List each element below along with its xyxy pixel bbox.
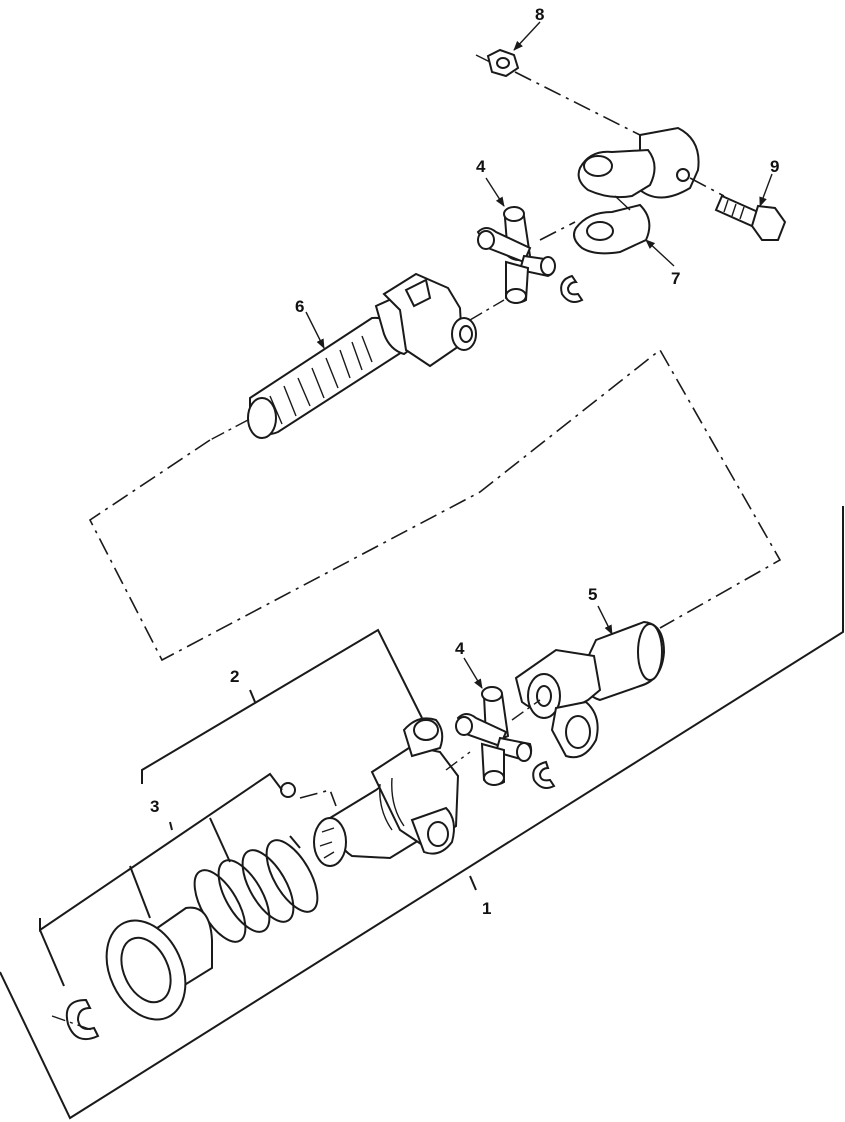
universal-joint-cross-lower bbox=[455, 686, 533, 786]
bracket-2 bbox=[141, 628, 423, 784]
callout-7: 7 bbox=[671, 269, 680, 288]
end-axis-line bbox=[51, 1015, 93, 1031]
leader-6 bbox=[305, 311, 325, 349]
cross-to-yoke5-axis bbox=[511, 699, 541, 721]
snap-ring-upper bbox=[560, 274, 584, 303]
slip-yoke-part bbox=[573, 126, 700, 255]
bracket-3-drop-b bbox=[209, 817, 231, 863]
shaft-to-cross-axis bbox=[469, 299, 505, 321]
hex-nut-part bbox=[475, 48, 520, 78]
ball-phantom-line bbox=[299, 789, 337, 807]
callout-2: 2 bbox=[230, 667, 239, 686]
bolt-part bbox=[689, 177, 787, 241]
splined-shaft-part bbox=[247, 272, 477, 439]
bracket-2-tick bbox=[249, 689, 256, 703]
shaft-center-axis bbox=[209, 419, 249, 441]
slip-yoke-to-cross-axis bbox=[445, 751, 471, 771]
leader-8 bbox=[513, 21, 541, 51]
detent-ball-part bbox=[280, 782, 296, 798]
bracket-3-drop-a bbox=[129, 865, 151, 919]
callout-9: 9 bbox=[770, 157, 779, 176]
leader-9 bbox=[759, 173, 773, 207]
callout-5: 5 bbox=[588, 585, 597, 604]
universal-joint-cross-upper bbox=[476, 206, 556, 304]
callout-4-upper: 4 bbox=[476, 157, 486, 176]
callout-4-lower: 4 bbox=[455, 639, 465, 658]
slip-yoke-assembly-part bbox=[313, 717, 460, 867]
sleeve-collar-part bbox=[105, 906, 213, 1021]
nut-axis-line bbox=[514, 71, 641, 136]
callout-1: 1 bbox=[482, 899, 491, 918]
bracket-3 bbox=[39, 772, 283, 932]
leader-7 bbox=[645, 239, 675, 267]
bracket-3-tick bbox=[169, 821, 173, 831]
callout-8: 8 bbox=[535, 5, 544, 24]
end-yoke-part bbox=[514, 620, 666, 759]
snap-ring-end bbox=[65, 998, 100, 1040]
snap-ring-lower bbox=[532, 760, 556, 789]
bracket-1 bbox=[0, 506, 844, 1120]
phantom-connection-box bbox=[88, 348, 782, 662]
callout-6: 6 bbox=[295, 297, 304, 316]
cross-to-yoke-axis bbox=[539, 221, 576, 241]
leader-4-upper bbox=[485, 177, 505, 207]
bracket-3-drop-c bbox=[39, 929, 65, 987]
leader-4-lower bbox=[463, 657, 483, 689]
callout-3: 3 bbox=[150, 797, 159, 816]
bracket-1-tick bbox=[469, 875, 477, 891]
leader-5 bbox=[597, 605, 613, 635]
